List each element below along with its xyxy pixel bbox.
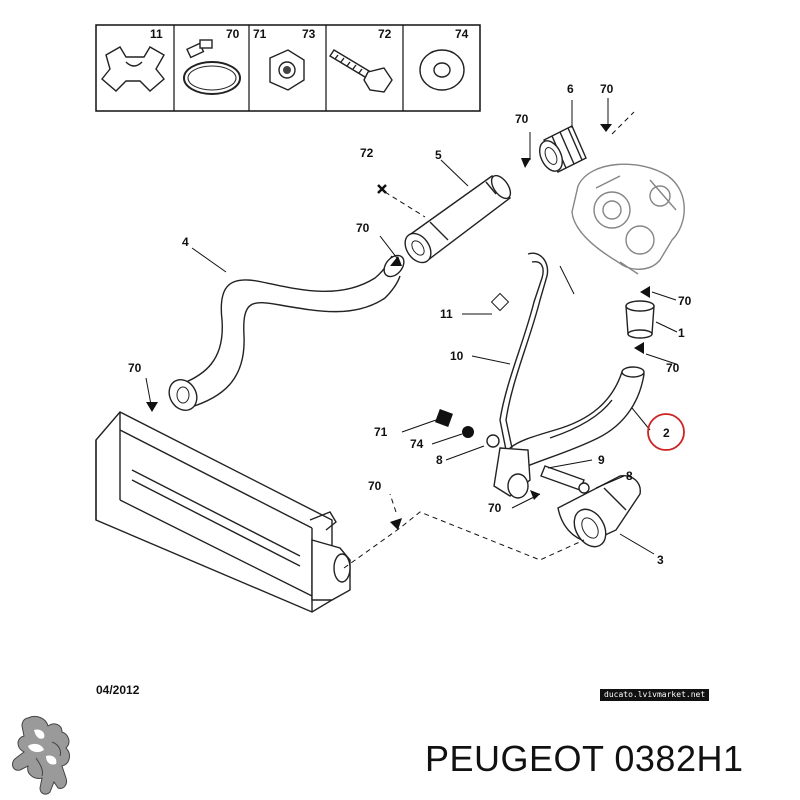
fitting-assembly [486,434,590,499]
clip-icon [101,46,165,92]
table-label-72: 72 [378,27,392,41]
washer-74-marker [462,426,474,438]
diagram-date: 04/2012 [96,683,140,697]
label-6: 6 [567,82,574,96]
label-2: 2 [663,426,670,440]
pipe-10 [499,252,549,451]
hex-nut-icon [269,49,305,91]
arrowheads [146,124,650,530]
table-label-73: 73 [302,27,316,41]
label-1: 1 [678,326,685,340]
brand-part-number: PEUGEOT 0382H1 [425,738,744,779]
turbocharger [571,163,685,275]
label-70-c: 70 [356,221,370,235]
label-10: 10 [450,349,464,363]
intercooler [95,411,351,613]
label-70-b: 70 [515,112,529,126]
label-70-d: 70 [128,361,142,375]
bolt-72-marker [377,184,387,194]
pipe-3 [557,475,641,548]
table-label-11: 11 [150,27,163,41]
label-70-f: 70 [666,361,680,375]
washer-icon [419,49,465,91]
pipe-5 [404,174,512,264]
label-8-b: 8 [626,469,633,483]
label-70-g: 70 [368,479,382,493]
nut-71-marker [435,409,453,427]
bolt-icon [329,49,393,93]
label-3: 3 [657,553,664,567]
clip-11-marker [490,292,510,312]
fastener-table: 11 70 71 73 72 74 [95,24,481,112]
label-5: 5 [435,148,442,162]
callout-labels: 4 5 6 70 70 72 70 70 11 10 70 1 70 2 71 … [128,82,692,567]
label-70-a: 70 [600,82,614,96]
label-8-a: 8 [436,453,443,467]
label-71: 71 [374,425,388,439]
label-4: 4 [182,235,189,249]
peugeot-lion-logo [12,715,70,795]
table-label-71: 71 [253,27,267,41]
sleeve-1 [625,300,655,339]
hose-4 [168,254,405,412]
highlight-circle [647,413,685,451]
label-11: 11 [440,307,453,321]
watermark-link[interactable]: ducato.lvivmarket.net [600,689,710,701]
sleeve-6 [538,125,587,173]
label-9: 9 [598,453,605,467]
label-70-e: 70 [678,294,692,308]
hose-2 [509,366,645,471]
table-label-70: 70 [226,27,240,41]
label-70-h: 70 [488,501,502,515]
hose-clamp-icon [183,39,241,95]
label-74: 74 [410,437,424,451]
leader-lines [145,98,678,569]
label-72: 72 [360,146,374,160]
table-label-74: 74 [455,27,469,41]
